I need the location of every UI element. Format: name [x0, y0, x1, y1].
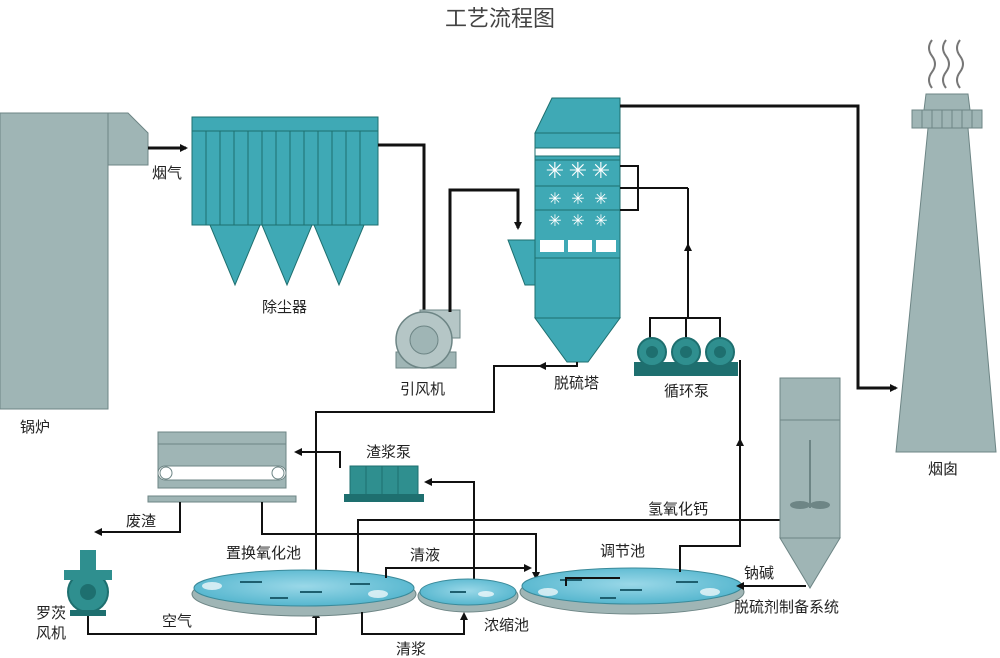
svg-text:✳: ✳	[571, 211, 584, 230]
thickening-pool	[417, 578, 519, 613]
svg-text:✳: ✳	[594, 189, 607, 208]
dust-collector	[191, 116, 379, 287]
air-label: 空气	[162, 612, 192, 630]
desulfurizer-preparation-tank	[779, 377, 841, 589]
dust-to-fan-line	[378, 143, 428, 330]
svg-text:✳: ✳	[594, 211, 607, 230]
regulating-pool-inlet-line	[565, 577, 620, 586]
tower-to-chimney-line	[620, 104, 898, 392]
clear-slurry-line	[361, 612, 468, 635]
regulating-pool	[519, 567, 745, 615]
dust-collector-label: 除尘器	[262, 298, 307, 316]
air-line	[87, 610, 320, 635]
replacement-oxidation-pool-label: 置换氧化池	[226, 544, 301, 562]
slurry-pump-to-filter-line	[294, 448, 341, 468]
clear-slurry-label: 清浆	[396, 640, 426, 658]
induced-fan-label: 引风机	[400, 380, 445, 398]
svg-text:✳: ✳	[548, 211, 561, 230]
thickener-to-slurry-pump-line	[424, 478, 475, 584]
svg-text:✳: ✳	[548, 189, 561, 208]
roots-blower-label-line1: 罗茨	[36, 604, 66, 622]
desulfurizer-preparation-system-label: 脱硫剂制备系统	[734, 598, 839, 616]
chimney-label: 烟囱	[928, 460, 958, 478]
chimney	[895, 93, 997, 453]
slurry-pump	[344, 465, 424, 502]
calcium-hydroxide-feed-line	[354, 519, 780, 580]
circulation-pump-label: 循环泵	[664, 382, 709, 400]
replacement-oxidation-pool	[191, 569, 417, 617]
calcium-hydroxide-label: 氢氧化钙	[648, 500, 708, 518]
svg-text:✳: ✳	[569, 159, 587, 184]
boiler-label: 锅炉	[20, 418, 50, 436]
svg-text:✳: ✳	[571, 189, 584, 208]
clear-liquid-label: 清液	[410, 546, 440, 564]
belt-filter	[147, 431, 297, 503]
roots-blower	[64, 550, 112, 616]
svg-text:✳: ✳	[592, 159, 610, 184]
waste-residue-line	[94, 502, 181, 536]
desulfurization-tower: ✳ ✳ ✳ ✳ ✳ ✳ ✳ ✳ ✳	[507, 97, 621, 363]
desulfurization-tower-label: 脱硫塔	[554, 374, 599, 392]
boiler	[0, 112, 149, 410]
waste-residue-label: 废渣	[126, 512, 156, 530]
circulation-pumps	[634, 337, 738, 376]
fan-to-tower-line	[448, 188, 522, 312]
filtrate-return-line	[261, 502, 540, 580]
smoke-icon	[928, 39, 964, 89]
clear-liquid-line	[385, 564, 532, 578]
slurry-pump-label: 渣浆泵	[366, 443, 411, 461]
induced-fan	[395, 309, 461, 369]
regulating-pool-label: 调节池	[600, 542, 645, 560]
diagram-title: 工艺流程图	[445, 7, 555, 32]
thickening-pool-label: 浓缩池	[484, 616, 529, 634]
flue-gas-label: 烟气	[152, 164, 182, 182]
roots-blower-label-line2: 风机	[36, 624, 66, 642]
svg-text:✳: ✳	[546, 159, 564, 184]
sodium-alkali-label: 钠碱	[744, 564, 774, 582]
